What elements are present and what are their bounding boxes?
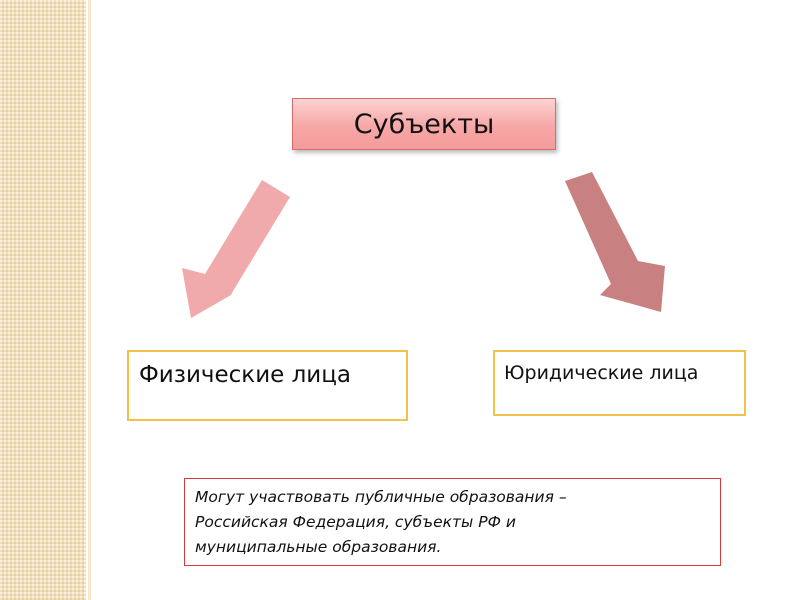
note-box: Могут участвовать публичные образования … [184,478,721,566]
note-line-1: Могут участвовать публичные образования … [195,488,567,506]
root-node: Субъекты [292,98,556,150]
note-line-2: Российская Федерация, субъекты РФ и [195,513,516,531]
left-arrow [182,180,290,318]
root-node-label: Субъекты [353,108,495,140]
note-line-3: муниципальные образования. [195,538,442,556]
right-arrow [565,172,665,312]
decorative-band-edge [88,0,91,600]
decorative-side-band [0,0,86,600]
child-node-legal-entities-label: Юридические лица [504,362,699,384]
child-node-individuals-label: Физические лица [139,362,352,388]
child-node-individuals: Физические лица [127,350,408,421]
child-node-legal-entities: Юридические лица [493,350,746,416]
